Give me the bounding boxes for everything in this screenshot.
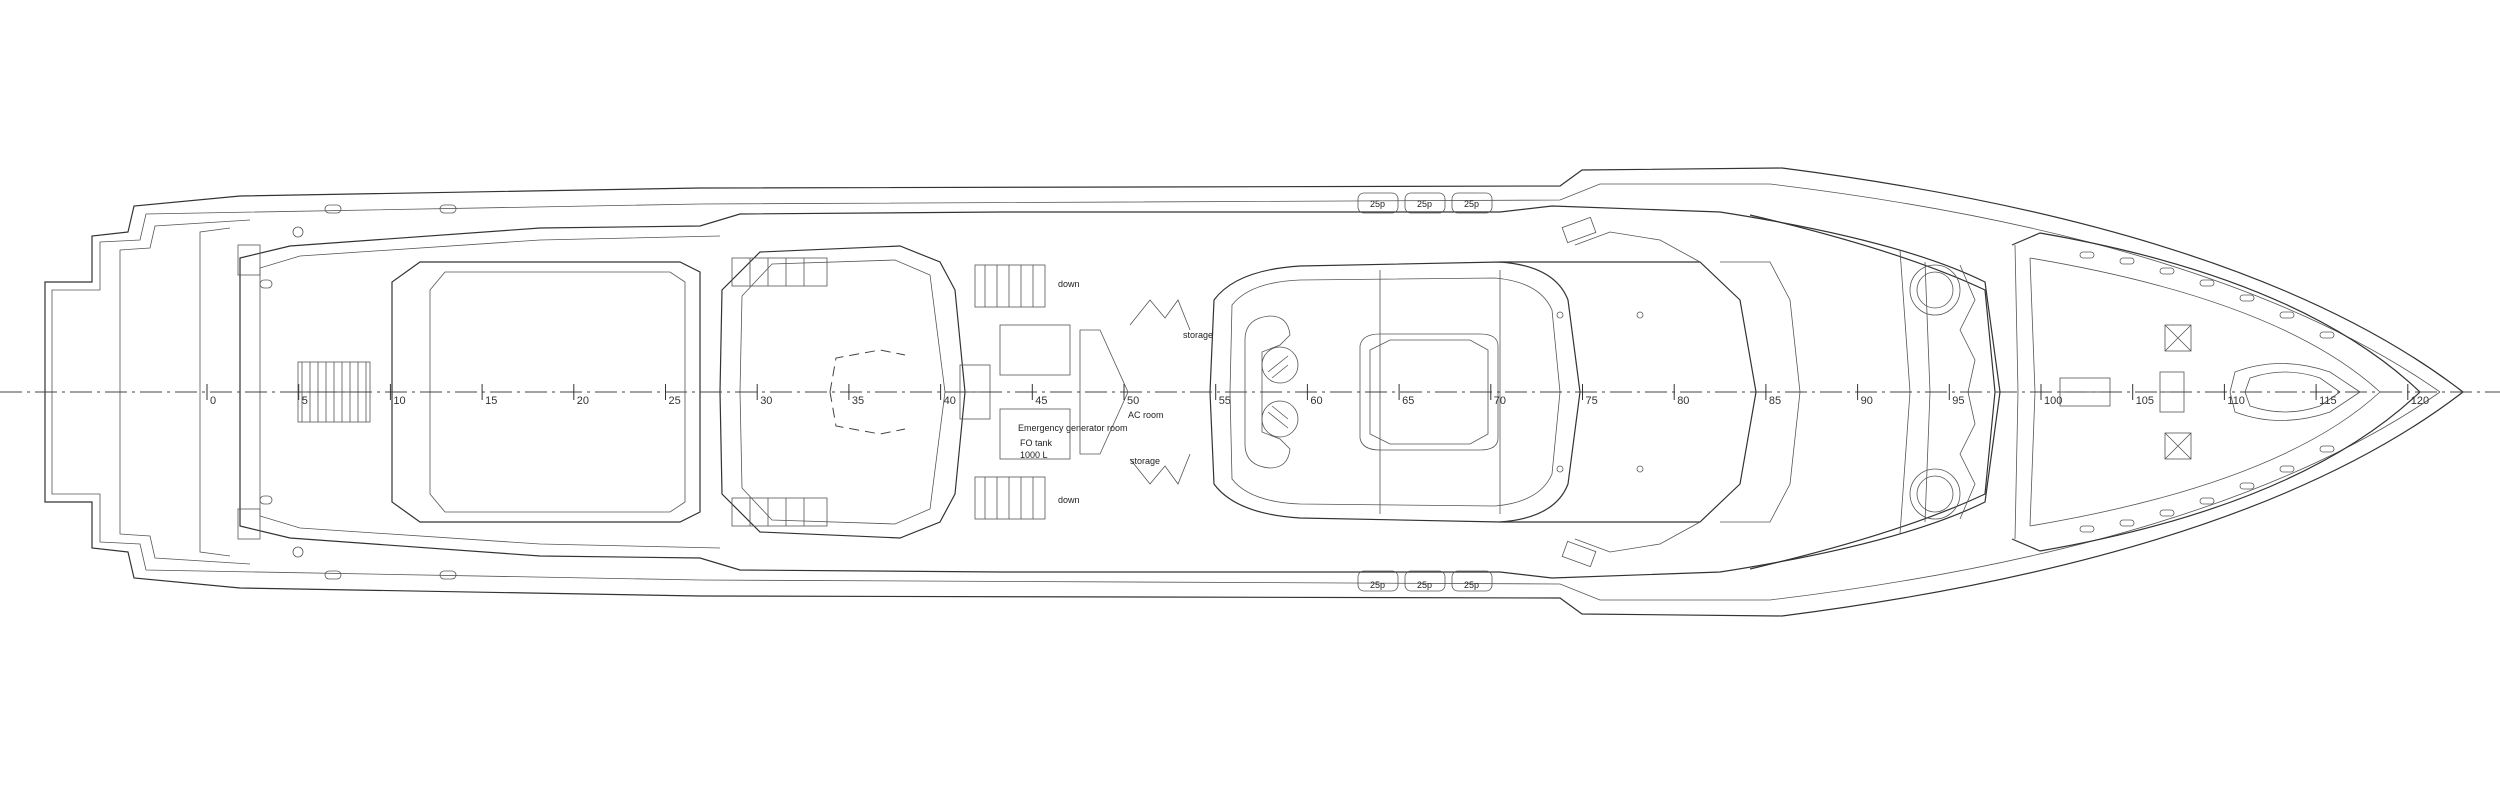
frame-label: 105: [2136, 395, 2154, 407]
frame-label: 0: [210, 395, 216, 407]
frame-label: 100: [2044, 395, 2062, 407]
frame-label: 115: [2319, 395, 2337, 407]
foredeck-seat: [1909, 264, 1961, 316]
liferaft-label: 25p: [1464, 580, 1479, 590]
frame-label: 40: [944, 395, 956, 407]
label-stair-down-stbd: down: [1058, 495, 1080, 505]
bridge-area: [1209, 261, 1581, 393]
frame-label: 25: [669, 395, 681, 407]
frame-label: 30: [760, 395, 772, 407]
deck-edge: [239, 205, 2001, 393]
label-stair-down-port: down: [1058, 279, 1080, 289]
frame-label: 35: [852, 395, 864, 407]
frame-label: 110: [2227, 395, 2245, 407]
label-ac-room: AC room: [1128, 410, 1164, 420]
label-storage-stbd: storage: [1130, 456, 1160, 466]
frame-label: 45: [1035, 395, 1047, 407]
liferaft-label: 25p: [1464, 199, 1479, 209]
frame-label: 55: [1219, 395, 1231, 407]
frame-label: 60: [1310, 395, 1322, 407]
frame-label: 65: [1402, 395, 1414, 407]
frame-label: 5: [302, 395, 308, 407]
frame-label: 80: [1677, 395, 1689, 407]
frame-label: 75: [1586, 395, 1598, 407]
frame-label: 85: [1769, 395, 1781, 407]
frame-label: 15: [485, 395, 497, 407]
spa-pool: [1261, 346, 1299, 384]
mid-superstructure: [719, 245, 966, 393]
liferaft-label: 25p: [1417, 199, 1432, 209]
frame-label: 120: [2411, 395, 2429, 407]
liferaft-label: 25p: [1370, 199, 1385, 209]
frame-label: 90: [1861, 395, 1873, 407]
liferaft-label: 25p: [1370, 580, 1385, 590]
hull-outline: [44, 167, 2464, 393]
frame-scale: 0 5 10 15 20 25 30 35 40 45 50 55 60 65 70 75 80 85 90 95 10…: [206, 384, 2429, 407]
label-fo-tank-capacity: 1000 L: [1020, 450, 1048, 460]
aft-lounge: [391, 261, 701, 392]
hull-half-geometry: [44, 167, 2464, 393]
frame-label: 50: [1127, 395, 1139, 407]
label-emergency-generator-room: Emergency generator room: [1018, 423, 1128, 433]
label-storage-port: storage: [1183, 330, 1213, 340]
liferaft-label: 25p: [1417, 580, 1432, 590]
label-fo-tank: FO tank: [1020, 438, 1053, 448]
frame-label: 95: [1952, 395, 1964, 407]
frame-label: 20: [577, 395, 589, 407]
bow-deck: [2011, 232, 2421, 393]
frame-label: 10: [393, 395, 405, 407]
frame-label: 70: [1494, 395, 1506, 407]
